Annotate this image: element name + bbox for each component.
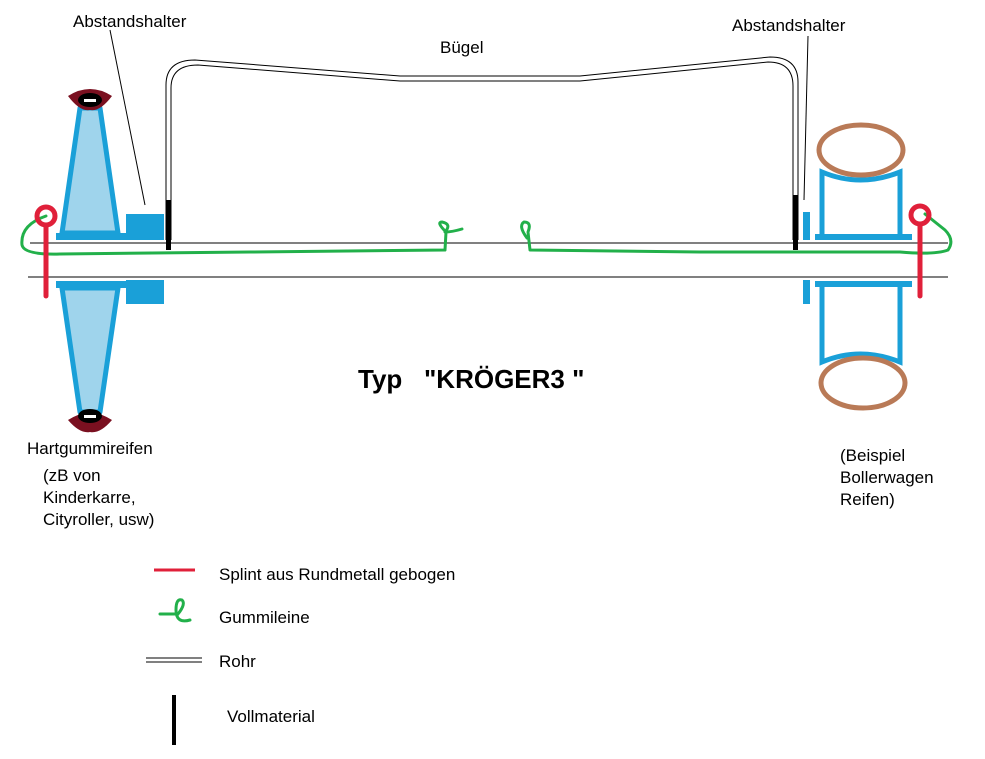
label-spacer-left: Abstandshalter [73,12,187,31]
legend-symbol-green-cord [158,598,192,623]
split-pin-left [34,204,58,299]
label-tire-left-title: Hartgummireifen [27,439,153,458]
right-balloon-wheel [815,122,912,411]
legend-symbol-double-line [146,657,202,663]
legend-label-pipe: Rohr [219,652,256,671]
legend-label-cord: Gummileine [219,608,310,627]
legend-label-solid: Vollmaterial [227,707,315,726]
split-pin-right [908,203,932,299]
label-tire-right-note: (Beispiel Bollerwagen Reifen) [840,446,934,510]
spacer-right [803,212,810,304]
legend-label-pin: Splint aus Rundmetall gebogen [219,565,456,584]
leader-line-left [109,29,146,206]
leader-line-right [803,35,809,201]
handle-bow [165,56,799,240]
legend-symbol-black-bar [172,695,176,745]
spacer-left [126,214,164,304]
label-handle: Bügel [440,38,484,57]
label-tire-left-note: (zB von Kinderkarre, Cityroller, usw) [43,466,155,530]
label-spacer-right: Abstandshalter [732,16,846,35]
solid-bar-right [793,195,798,250]
left-hard-rubber-wheel [56,89,126,433]
diagram-title: Typ "KRÖGER3 " [358,364,585,394]
solid-bar-left [166,200,171,250]
